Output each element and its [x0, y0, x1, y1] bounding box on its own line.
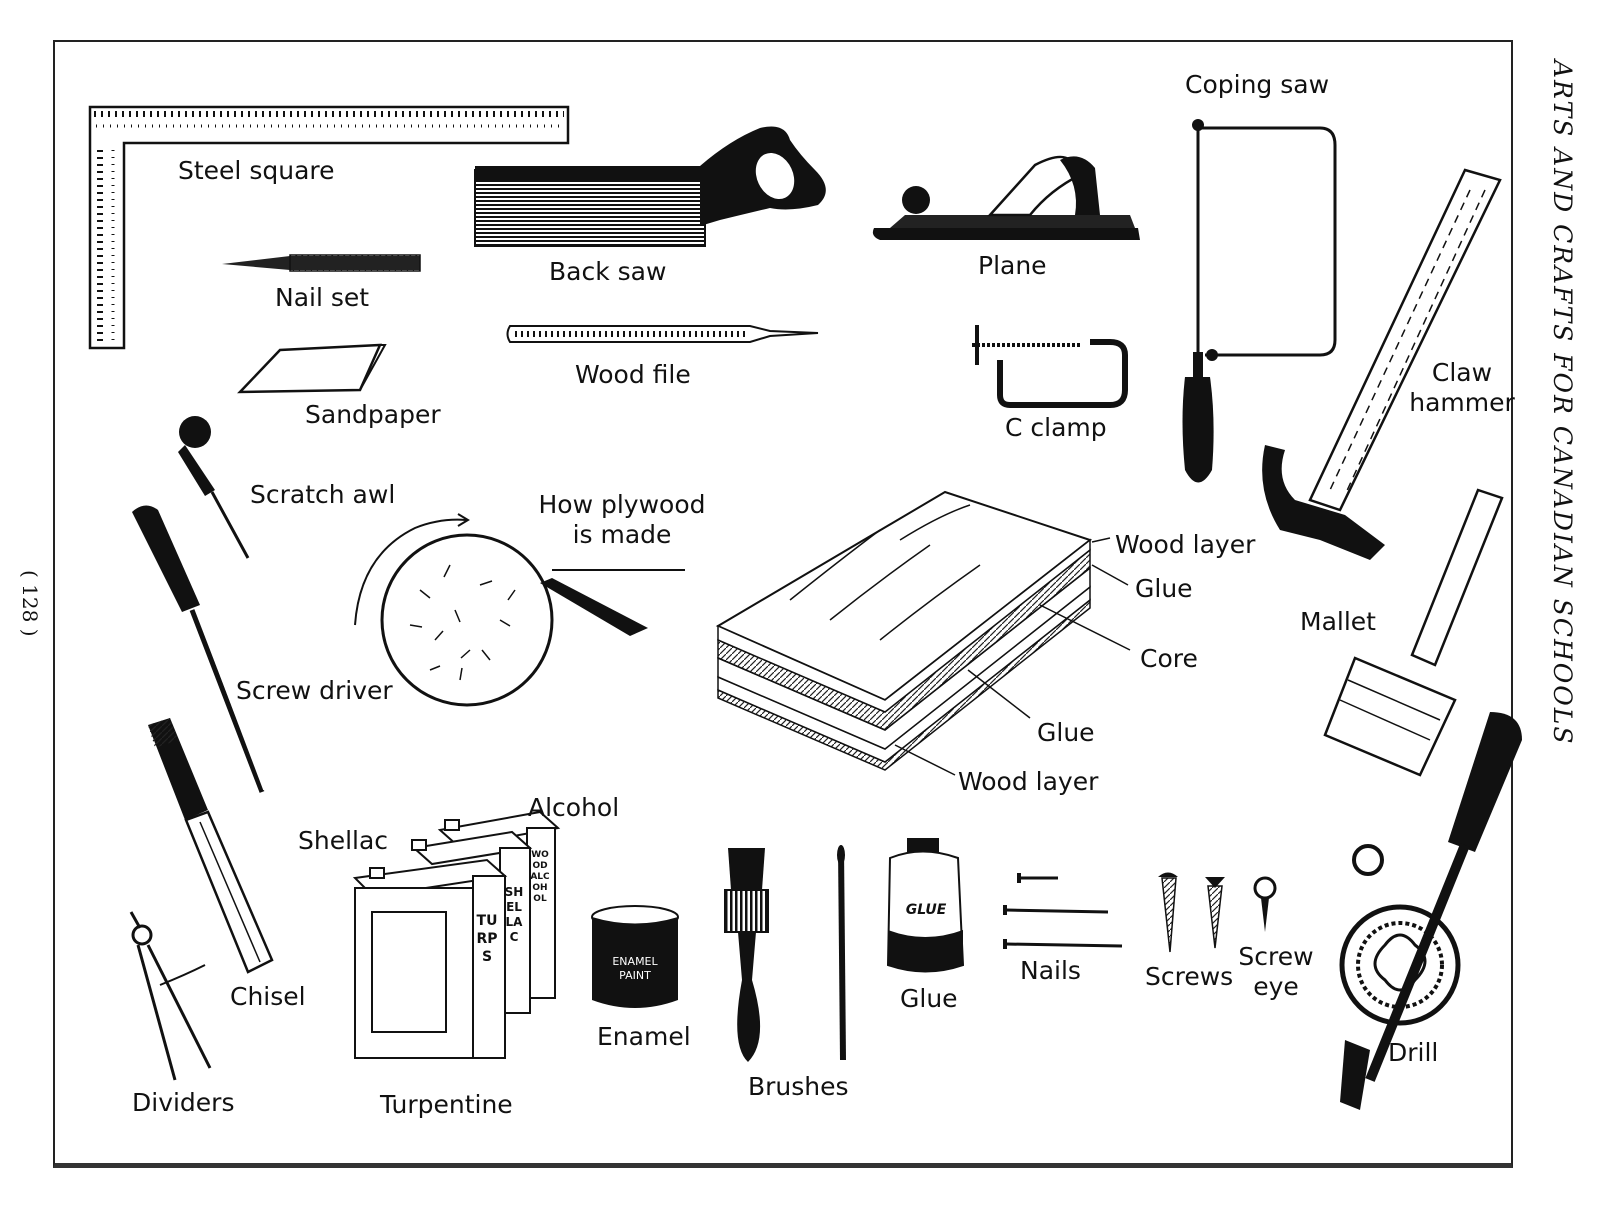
page-frame: [53, 40, 1513, 1168]
wood-file-label: Wood file: [575, 360, 691, 389]
plywood-glue-top-label: Glue: [1135, 574, 1193, 603]
scratch-awl-label: Scratch awl: [250, 480, 396, 509]
screw-driver-label: Screw driver: [236, 676, 393, 705]
plywood-stack-icon: [715, 490, 1131, 776]
turpentine-label: Turpentine: [380, 1090, 513, 1119]
claw-hammer-icon: [1262, 168, 1502, 560]
plane-icon: [872, 155, 1140, 240]
mallet-icon: [1323, 488, 1504, 777]
enamel-can-label-line-1: ENAMEL: [612, 955, 658, 968]
plane-label: Plane: [978, 251, 1047, 280]
drill-label: Drill: [1388, 1038, 1439, 1067]
claw-hammer-label-line-1: Claw: [1431, 358, 1493, 387]
steel-square-icon: [88, 105, 570, 350]
steel-square-label: Steel square: [178, 156, 335, 185]
book-title-vertical: ARTS AND CRAFTS FOR CANADIAN SCHOOLS: [1545, 60, 1585, 760]
glue-label: Glue: [900, 984, 958, 1013]
wood-file-icon: [506, 325, 819, 343]
drill-icon: [1339, 712, 1522, 1110]
nail-set-icon: [222, 254, 421, 272]
brushes-label: Brushes: [748, 1072, 849, 1101]
coping-saw-icon: [1182, 119, 1337, 483]
enamel-can-label-line-2: PAINT: [619, 969, 651, 982]
nails-icon: [1003, 873, 1123, 949]
plywood-title-label: How plywood is made: [532, 490, 712, 550]
mallet-label: Mallet: [1300, 607, 1376, 636]
chisel-label: Chisel: [230, 982, 306, 1011]
plywood-title-line-1: How plywood: [538, 490, 706, 519]
brushes-icon: [724, 845, 846, 1062]
sandpaper-label: Sandpaper: [305, 400, 441, 429]
coping-saw-label: Coping saw: [1185, 70, 1330, 99]
shellac-label: Shellac: [298, 826, 389, 855]
solvent-cans-icon: [352, 810, 561, 1059]
plywood-glue-bottom-label: Glue: [1037, 718, 1095, 747]
turps-can-label: TURPS: [476, 913, 498, 965]
book-title-text: ARTS AND CRAFTS FOR CANADIAN SCHOOLS: [1548, 60, 1577, 746]
enamel-can-label: ENAMEL PAINT: [596, 955, 674, 983]
plywood-wood-layer-bottom-label: Wood layer: [958, 767, 1099, 796]
plywood-title-line-2: is made: [572, 520, 672, 549]
plywood-diagram-icon: [354, 513, 685, 707]
claw-hammer-label-line-2: hammer: [1409, 388, 1515, 417]
nails-label: Nails: [1020, 956, 1081, 985]
screw-eye-label-line-2: eye: [1253, 972, 1299, 1001]
glue-bottle-icon: [886, 838, 965, 973]
shellac-can-label: SHELLAC: [504, 885, 524, 944]
back-saw-icon: [474, 126, 826, 247]
c-clamp-icon: [972, 325, 1128, 408]
glue-bottle-label: GLUE: [905, 902, 947, 918]
screws-icon: [1158, 872, 1277, 953]
nail-set-label: Nail set: [275, 283, 370, 312]
enamel-can-icon: [591, 905, 679, 1008]
c-clamp-label: C clamp: [1005, 413, 1107, 442]
screw-eye-label-line-1: Screw: [1238, 942, 1314, 971]
alcohol-label: Alcohol: [528, 793, 620, 822]
claw-hammer-label: Claw hammer: [1402, 358, 1522, 418]
screw-eye-label: Screw eye: [1235, 942, 1317, 1002]
dividers-label: Dividers: [132, 1088, 235, 1117]
enamel-label: Enamel: [597, 1022, 691, 1051]
scratch-awl-icon: [178, 416, 250, 559]
plywood-core-label: Core: [1140, 644, 1198, 673]
screw-driver-icon: [132, 505, 265, 793]
plywood-wood-layer-top-label: Wood layer: [1115, 530, 1256, 559]
page-number: ( 128 ): [18, 570, 48, 650]
alcohol-can-label: WOOD ALCOHOL: [530, 850, 550, 904]
screws-label: Screws: [1145, 962, 1234, 991]
chisel-icon: [148, 718, 274, 974]
back-saw-label: Back saw: [549, 257, 667, 286]
page-number-text: ( 128 ): [18, 570, 42, 637]
sandpaper-icon: [237, 343, 387, 394]
dividers-icon: [129, 911, 212, 1081]
